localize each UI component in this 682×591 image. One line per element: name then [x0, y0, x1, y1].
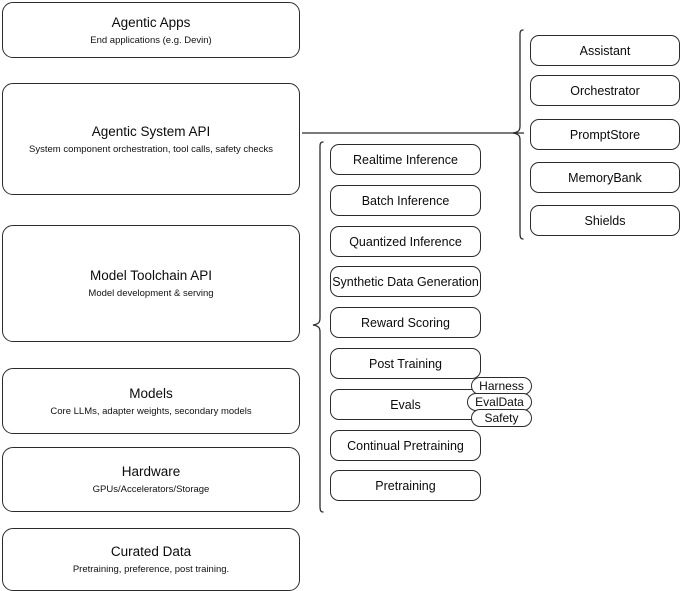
- system-label: Orchestrator: [570, 83, 640, 98]
- system-box-promptstore[interactable]: PromptStore: [530, 119, 680, 150]
- toolchain-box-realtime-inference[interactable]: Realtime Inference: [330, 144, 481, 175]
- badge-label: Safety: [484, 411, 519, 425]
- layer-box-hardware[interactable]: Hardware GPUs/Accelerators/Storage: [2, 447, 300, 512]
- layer-title: Agentic Apps: [111, 14, 191, 30]
- toolchain-box-reward-scoring[interactable]: Reward Scoring: [330, 307, 481, 338]
- toolchain-box-pretraining[interactable]: Pretraining: [330, 470, 481, 501]
- toolchain-label: Quantized Inference: [349, 234, 462, 249]
- layer-subtitle: End applications (e.g. Devin): [90, 34, 212, 46]
- system-box-orchestrator[interactable]: Orchestrator: [530, 75, 680, 106]
- toolchain-box-synthetic-data-generation[interactable]: Synthetic Data Generation: [330, 266, 481, 297]
- brace-system-components: [510, 28, 526, 242]
- evals-badge-evaldata[interactable]: EvalData: [467, 393, 532, 411]
- toolchain-label: Synthetic Data Generation: [332, 274, 479, 289]
- toolchain-label: Realtime Inference: [353, 152, 458, 167]
- layer-box-model-toolchain-api[interactable]: Model Toolchain API Model development & …: [2, 225, 300, 342]
- layer-title: Curated Data: [110, 544, 192, 559]
- badge-label: Harness: [479, 379, 524, 393]
- layer-box-models[interactable]: Models Core LLMs, adapter weights, secon…: [2, 368, 300, 434]
- layer-box-curated-data[interactable]: Curated Data Pretraining, preference, po…: [2, 528, 300, 591]
- toolchain-label: Pretraining: [375, 478, 436, 493]
- system-box-assistant[interactable]: Assistant: [530, 35, 680, 66]
- layer-title: Models: [129, 385, 173, 401]
- toolchain-box-batch-inference[interactable]: Batch Inference: [330, 185, 481, 216]
- system-label: PromptStore: [569, 127, 641, 142]
- system-label: MemoryBank: [568, 170, 642, 185]
- layer-box-agentic-system-api[interactable]: Agentic System API System component orch…: [2, 83, 300, 195]
- system-box-shields[interactable]: Shields: [530, 205, 680, 236]
- connector-line-system-api: [300, 126, 526, 142]
- badge-label: EvalData: [475, 395, 524, 409]
- toolchain-box-post-training[interactable]: Post Training: [330, 348, 481, 379]
- system-label: Shields: [584, 213, 626, 228]
- layer-subtitle: GPUs/Accelerators/Storage: [92, 484, 210, 495]
- toolchain-label: Batch Inference: [361, 193, 450, 208]
- toolchain-box-continual-pretraining[interactable]: Continual Pretraining: [330, 430, 481, 461]
- layer-title: Agentic System API: [91, 123, 211, 139]
- toolchain-label: Evals: [390, 397, 421, 412]
- layer-subtitle: Pretraining, preference, post training.: [72, 564, 230, 575]
- toolchain-label: Reward Scoring: [361, 315, 450, 330]
- toolchain-box-evals[interactable]: Evals: [330, 389, 481, 420]
- system-box-memorybank[interactable]: MemoryBank: [530, 162, 680, 193]
- layer-title: Model Toolchain API: [89, 268, 213, 283]
- layer-subtitle: Core LLMs, adapter weights, secondary mo…: [50, 405, 252, 417]
- brace-toolchain: [310, 140, 326, 515]
- layer-box-agentic-apps[interactable]: Agentic Apps End applications (e.g. Devi…: [2, 2, 300, 58]
- layer-subtitle: Model development & serving: [88, 288, 214, 299]
- evals-badge-safety[interactable]: Safety: [471, 409, 532, 427]
- layer-subtitle: System component orchestration, tool cal…: [29, 143, 273, 155]
- toolchain-label: Continual Pretraining: [347, 438, 464, 453]
- toolchain-label: Post Training: [369, 356, 442, 371]
- layer-title: Hardware: [121, 464, 181, 479]
- system-label: Assistant: [579, 43, 631, 58]
- toolchain-box-quantized-inference[interactable]: Quantized Inference: [330, 226, 481, 257]
